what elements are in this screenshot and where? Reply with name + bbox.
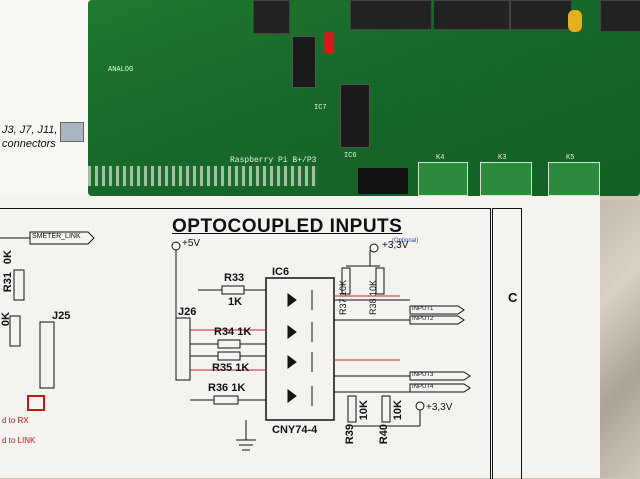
r38-label: R38 10K <box>368 280 378 316</box>
silk-ic6: IC6 <box>344 152 357 160</box>
link-note: d to LINK <box>2 436 36 445</box>
connector-j25: J25 <box>52 310 71 322</box>
silk-ic7: IC7 <box>314 104 327 112</box>
r36-label: R36 1K <box>208 382 246 394</box>
ic-part: CNY74-4 <box>272 424 318 436</box>
r33-value: 1K <box>228 296 243 308</box>
dip-chip-2 <box>340 84 370 148</box>
ethernet-icon <box>60 122 84 142</box>
supply-33v-top: +3,3V <box>382 240 409 251</box>
ic-label: IC6 <box>272 266 290 278</box>
relay-5 <box>600 0 640 32</box>
supply-5v: +5V <box>182 238 201 249</box>
r35-label: R35 1K <box>212 362 250 374</box>
r40-value: 10K <box>392 400 404 421</box>
supply-33v-bottom: +3,3V <box>426 402 453 413</box>
schematic-title: OPTOCOUPLED INPUTS <box>172 216 403 237</box>
connectors-text-2: connectors <box>2 138 56 150</box>
input-1: INPUT1 <box>412 306 434 312</box>
connector-j26: J26 <box>178 306 197 318</box>
r39-label: R39 <box>344 424 356 445</box>
r31-value: 0K <box>2 250 14 265</box>
r33-label: R33 <box>224 272 245 284</box>
connectors-text: J3, J7, J11, <box>2 124 58 136</box>
frame-column <box>492 208 522 479</box>
relay-3 <box>433 0 510 30</box>
silk-k5: K5 <box>566 154 575 162</box>
input-4: INPUT4 <box>412 384 434 390</box>
r39-value: 10K <box>358 400 370 421</box>
relay-4 <box>510 0 572 30</box>
silk-rpi: Raspberry Pi B+/P3 <box>230 156 317 165</box>
r31-label: R31 <box>2 272 14 293</box>
r32-value: 0K <box>0 312 12 327</box>
gpio-pads <box>88 166 318 186</box>
relay-1 <box>253 0 290 34</box>
capacitor <box>568 10 582 32</box>
pin-header <box>358 168 408 194</box>
input-2: INPUT2 <box>412 316 434 322</box>
opto-channel <box>287 290 313 406</box>
silk-k4: K4 <box>436 154 445 162</box>
column-letter: C <box>508 290 518 305</box>
smeter-link: SMETER_LINK <box>32 233 81 240</box>
dip-chip-1 <box>292 36 316 88</box>
terminal-block-k4 <box>418 162 468 196</box>
r37-label: R37 10K <box>338 280 348 316</box>
silk-k3: K3 <box>498 154 507 162</box>
schematic-paper <box>0 196 600 478</box>
red-led <box>324 32 334 54</box>
schematic-frame <box>0 208 491 479</box>
silk-analog: ANALOG <box>108 66 134 74</box>
pcb-board: Raspberry Pi B+/P3 ANALOG IC6 IC7 K4 K3 … <box>88 0 640 196</box>
rx-note: d to RX <box>2 416 29 425</box>
terminal-block-k5 <box>548 162 600 196</box>
r40-label: R40 <box>378 424 390 445</box>
terminal-block-k3 <box>480 162 532 196</box>
input-3: INPUT3 <box>412 372 434 378</box>
r34-label: R34 1K <box>214 326 252 338</box>
optional-note: (Optional) <box>392 238 419 244</box>
relay-2 <box>350 0 432 30</box>
